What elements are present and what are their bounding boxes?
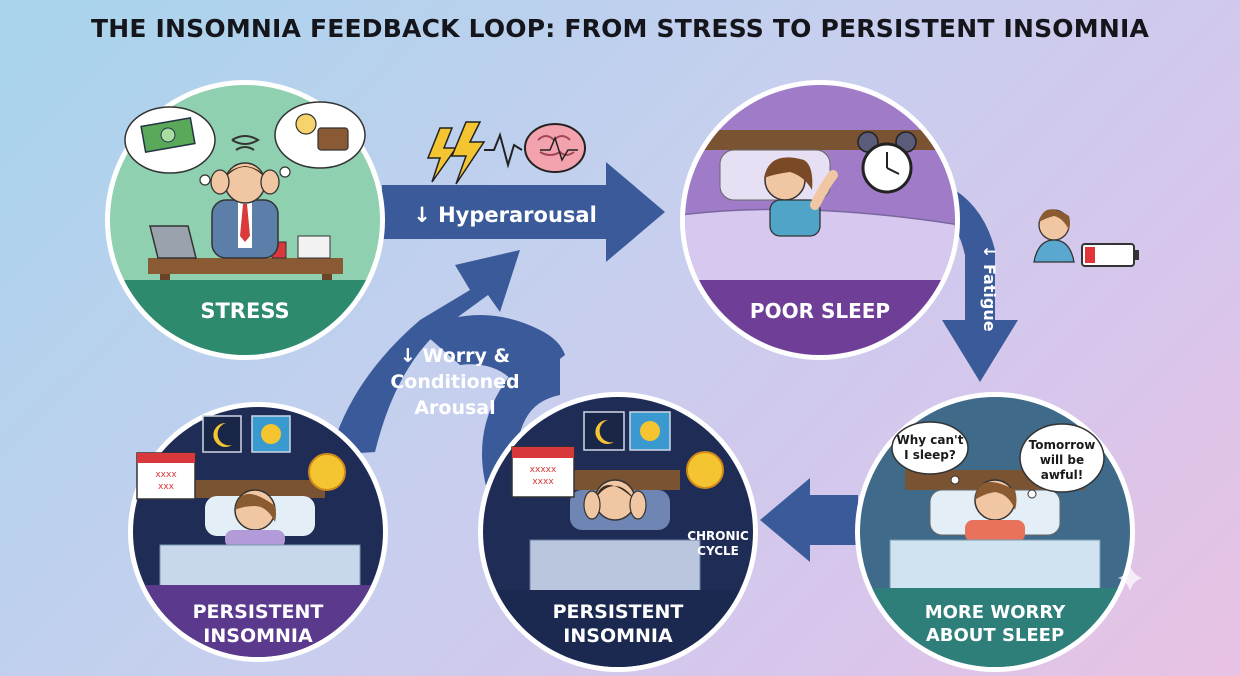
brain-icon (524, 123, 586, 173)
node-persistent-insomnia-left: xxxx xxx PERSISTENT INSOMNIA (128, 402, 388, 662)
node-label-stress: STRESS (200, 299, 289, 323)
arrow-fatigue: ↓ Fatigue (940, 190, 1018, 382)
thought-right-line3: awful! (1041, 468, 1084, 482)
sun-large-icon (686, 451, 724, 489)
sun-large-icon-left (308, 453, 346, 491)
page-title: THE INSOMNIA FEEDBACK LOOP: FROM STRESS … (90, 14, 1150, 43)
node-label-more-worry-2: ABOUT SLEEP (926, 625, 1064, 646)
node-label-persistent-left-1: PERSISTENT (193, 601, 324, 623)
briefcase-thought-icon (274, 101, 366, 178)
calendar-icon-left: xxxx xxx (136, 452, 196, 500)
arrow-label-worry-3: Arousal (414, 397, 495, 419)
alarm-clock-icon (857, 131, 917, 194)
node-more-worry: Why can't I sleep? Tomorrow will be awfu… (855, 392, 1135, 672)
node-label-poor-sleep: POOR SLEEP (750, 299, 890, 323)
node-label-persistent-center-2: INSOMNIA (563, 625, 673, 647)
sun-icon (629, 411, 671, 451)
svg-text:xxxx: xxxx (155, 470, 177, 480)
node-label-persistent-left-2: INSOMNIA (203, 625, 313, 647)
arrow-label-worry-2: Conditioned (390, 371, 519, 393)
svg-text:xxxxx: xxxxx (530, 465, 557, 475)
svg-text:xxxx: xxxx (532, 477, 554, 487)
arrow-hyperarousal: ↓ Hyperarousal (382, 162, 665, 262)
arrow-label-fatigue: ↓ Fatigue (980, 245, 999, 332)
arrow-label-hyperarousal: ↓ Hyperarousal (413, 203, 597, 227)
sad-person-icon (1033, 209, 1075, 263)
low-battery-icon (1081, 243, 1139, 267)
moon-icon (583, 411, 625, 451)
thought-left-line2: I sleep? (904, 448, 956, 462)
side-note-chronic: CHRONIC (687, 529, 749, 543)
thought-bubble-left: Why can't I sleep? (891, 421, 969, 485)
thought-left-line1: Why can't (897, 433, 964, 447)
node-poor-sleep: POOR SLEEP (680, 80, 960, 360)
thought-right-line2: will be (1040, 453, 1084, 467)
node-persistent-insomnia-center: xxxxx xxxx CHRONIC CYCLE PERSISTENT INSO… (478, 392, 758, 672)
moon-icon-left (202, 415, 242, 453)
svg-text:xxx: xxx (158, 482, 175, 492)
arrow-label-worry-1: ↓ Worry & (400, 345, 510, 367)
heartbeat-icon (484, 131, 523, 169)
thought-right-line1: Tomorrow (1029, 438, 1096, 452)
lightning-icon (426, 121, 486, 185)
money-thought-icon (124, 106, 216, 186)
calendar-icon: xxxxx xxxx (511, 446, 575, 498)
node-label-more-worry-1: MORE WORRY (925, 602, 1067, 623)
node-label-persistent-center-1: PERSISTENT (553, 601, 684, 623)
side-note-cycle: CYCLE (697, 544, 739, 558)
node-stress: STRESS (105, 80, 385, 360)
arrow-worry-to-persistent (760, 478, 858, 562)
sun-icon-left (251, 415, 291, 453)
thought-bubble-right: Tomorrow will be awful! (1019, 423, 1105, 499)
sparkle-icon (1118, 565, 1142, 591)
